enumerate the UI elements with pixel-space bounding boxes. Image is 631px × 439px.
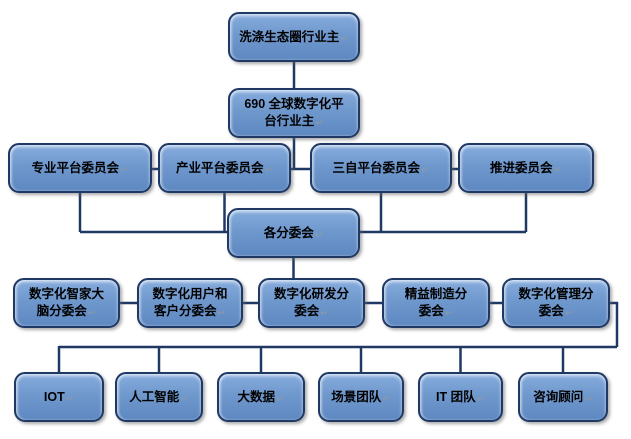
return-mark-icon: ↵ bbox=[421, 164, 430, 176]
return-mark-icon: ↵ bbox=[584, 393, 593, 405]
node-label: 数字化管理分 委会 bbox=[518, 287, 594, 318]
node-label: 精益制造分 委会 bbox=[404, 287, 468, 318]
node-label: 洗涤生态圈行业主 bbox=[239, 29, 340, 44]
node-team-scenario[interactable]: 场景团队↵ bbox=[318, 372, 404, 422]
return-mark-icon: ↵ bbox=[320, 307, 329, 319]
node-committee-professional[interactable]: 专业平台委员会↵ bbox=[8, 143, 152, 193]
return-mark-icon: ↵ bbox=[564, 307, 574, 319]
node-sub-management[interactable]: 数字化管理分 委会↵ bbox=[502, 278, 610, 328]
return-mark-icon: ↵ bbox=[315, 117, 324, 129]
node-sub-rnd[interactable]: 数字化研发分 委会↵ bbox=[258, 278, 365, 328]
node-subcommittee-hub[interactable]: 各分委会↵ bbox=[227, 208, 360, 258]
node-label: 各分委会 bbox=[263, 225, 314, 240]
node-root[interactable]: 洗涤生态圈行业主↵ bbox=[228, 12, 360, 62]
node-committee-industry[interactable]: 产业平台委员会↵ bbox=[158, 143, 291, 193]
node-label: 数字化用户和 客户分委会 bbox=[152, 287, 228, 318]
node-team-consultant[interactable]: 咨询顾问↵ bbox=[518, 372, 608, 422]
node-team-bigdata[interactable]: 大数据↵ bbox=[217, 372, 305, 422]
return-mark-icon: ↵ bbox=[314, 229, 324, 241]
return-mark-icon: ↵ bbox=[476, 393, 485, 405]
node-label: 推进委员会 bbox=[490, 160, 553, 175]
node-label: 三自平台委员会 bbox=[332, 160, 421, 175]
node-platform-owner[interactable]: 690 全球数字化平 台行业主↵ bbox=[228, 88, 360, 138]
return-mark-icon: ↵ bbox=[87, 307, 97, 319]
node-label: 数字化智家大 脑分委会 bbox=[28, 287, 104, 318]
node-label: 人工智能 bbox=[129, 389, 180, 404]
return-mark-icon: ↵ bbox=[264, 164, 273, 176]
node-committee-sanzi[interactable]: 三自平台委员会↵ bbox=[310, 143, 452, 193]
return-mark-icon: ↵ bbox=[180, 393, 189, 405]
return-mark-icon: ↵ bbox=[553, 164, 562, 176]
node-label: IT 团队 bbox=[436, 389, 476, 404]
node-label: 大数据 bbox=[237, 389, 276, 404]
return-mark-icon: ↵ bbox=[65, 393, 75, 405]
node-committee-promotion[interactable]: 推进委员会↵ bbox=[458, 143, 594, 193]
return-mark-icon: ↵ bbox=[382, 393, 391, 405]
node-sub-smart-home-brain[interactable]: 数字化智家大 脑分委会↵ bbox=[13, 278, 120, 328]
node-team-iot[interactable]: IOT↵ bbox=[14, 372, 104, 422]
node-team-it[interactable]: IT 团队↵ bbox=[418, 372, 503, 422]
return-mark-icon: ↵ bbox=[444, 307, 454, 319]
return-mark-icon: ↵ bbox=[120, 164, 129, 176]
node-team-ai[interactable]: 人工智能↵ bbox=[115, 372, 203, 422]
return-mark-icon: ↵ bbox=[340, 33, 349, 45]
return-mark-icon: ↵ bbox=[217, 307, 226, 319]
node-label: 专业平台委员会 bbox=[31, 160, 120, 175]
node-sub-user-customer[interactable]: 数字化用户和 客户分委会↵ bbox=[137, 278, 243, 328]
node-label: IOT bbox=[43, 389, 65, 404]
node-sub-lean-manufacturing[interactable]: 精益制造分 委会↵ bbox=[382, 278, 490, 328]
node-label: 产业平台委员会 bbox=[176, 160, 264, 175]
node-label: 数字化研发分 委会 bbox=[273, 287, 349, 318]
node-label: 咨询顾问 bbox=[533, 389, 584, 404]
node-label: 场景团队 bbox=[331, 389, 382, 404]
return-mark-icon: ↵ bbox=[276, 393, 285, 405]
node-label: 690 全球数字化平 台行业主 bbox=[244, 97, 344, 128]
